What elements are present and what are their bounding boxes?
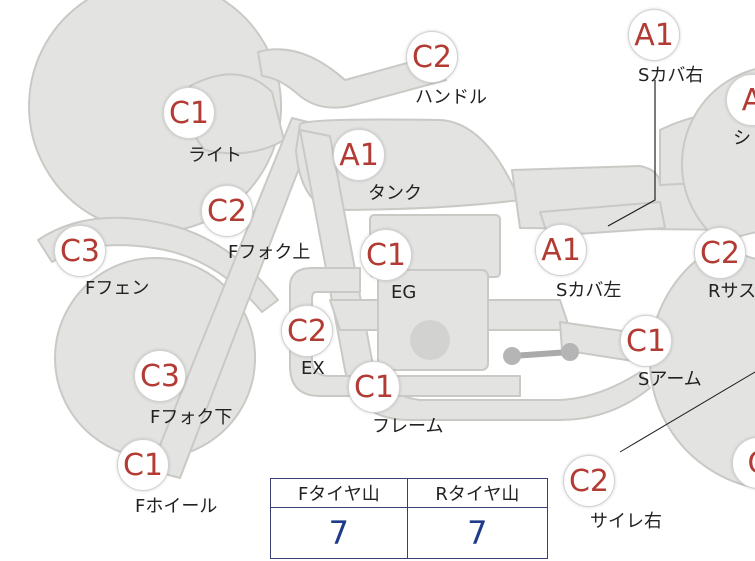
grade-marker-side-cover-left: A1	[535, 224, 587, 276]
side-cover-right-leader	[607, 80, 656, 227]
front-tire-header: Fタイヤ山	[270, 478, 408, 508]
grade-marker-exhaust: C2	[281, 305, 333, 357]
part-label-swing-arm: Sアーム	[638, 369, 702, 390]
exhaust-shape	[289, 267, 521, 397]
grade-marker-light: C1	[163, 87, 215, 139]
part-label-frame: フレーム	[372, 416, 444, 437]
grade-marker-handle: C2	[406, 31, 458, 83]
grade-marker-engine: C1	[360, 229, 412, 281]
part-label-engine: EG	[391, 282, 417, 303]
silencer-right-leader	[619, 371, 755, 453]
part-label-side-cover-left: Sカバ左	[556, 280, 622, 301]
rear-tire-value: 7	[406, 507, 549, 559]
grade-marker-side-cover-right: A1	[628, 9, 680, 61]
grade-marker-rear-suspension: C2	[694, 227, 746, 279]
grade-marker-tank: A1	[333, 129, 385, 181]
tire-table-header-row: Fタイヤ山 Rタイヤ山	[270, 478, 549, 508]
part-label-rear-suspension: Rサス	[708, 281, 755, 302]
part-label-tank: タンク	[368, 183, 422, 204]
grade-marker-f-fork-upper: C2	[201, 185, 253, 237]
tire-table-value-row: 7 7	[270, 507, 549, 559]
rear-wheel-shape	[649, 68, 755, 489]
part-label-handle: ハンドル	[415, 87, 487, 108]
grade-marker-silencer-right: C2	[563, 455, 615, 507]
part-label-light: ライト	[188, 145, 242, 166]
part-label-f-wheel: Fホイール	[135, 496, 218, 517]
footpeg	[503, 343, 579, 365]
grade-marker-swing-arm: C1	[620, 315, 672, 367]
grade-marker-f-wheel: C1	[117, 439, 169, 491]
tire-tread-table: Fタイヤ山 Rタイヤ山 7 7	[270, 478, 549, 559]
grade-marker-frame: C1	[348, 361, 400, 413]
part-label-side-cover-right: Sカバ右	[638, 65, 704, 86]
part-label-exhaust: EX	[301, 358, 325, 379]
engine-case-shape	[377, 269, 489, 371]
part-label-f-fork-upper: Fフォク上	[228, 242, 311, 263]
engine-cover-circle	[410, 320, 450, 360]
part-label-f-fork-lower: Fフォク下	[150, 407, 233, 428]
grade-marker-f-fender: C3	[54, 225, 106, 277]
part-label-silencer-right: サイレ右	[590, 511, 662, 532]
front-tire-value: 7	[270, 507, 408, 559]
rear-tire-header: Rタイヤ山	[406, 478, 549, 508]
part-label-seat: シ	[733, 128, 751, 149]
grade-marker-f-fork-lower: C3	[134, 350, 186, 402]
handlebar-shape	[257, 48, 447, 109]
part-label-f-fender: Fフェン	[85, 278, 150, 299]
